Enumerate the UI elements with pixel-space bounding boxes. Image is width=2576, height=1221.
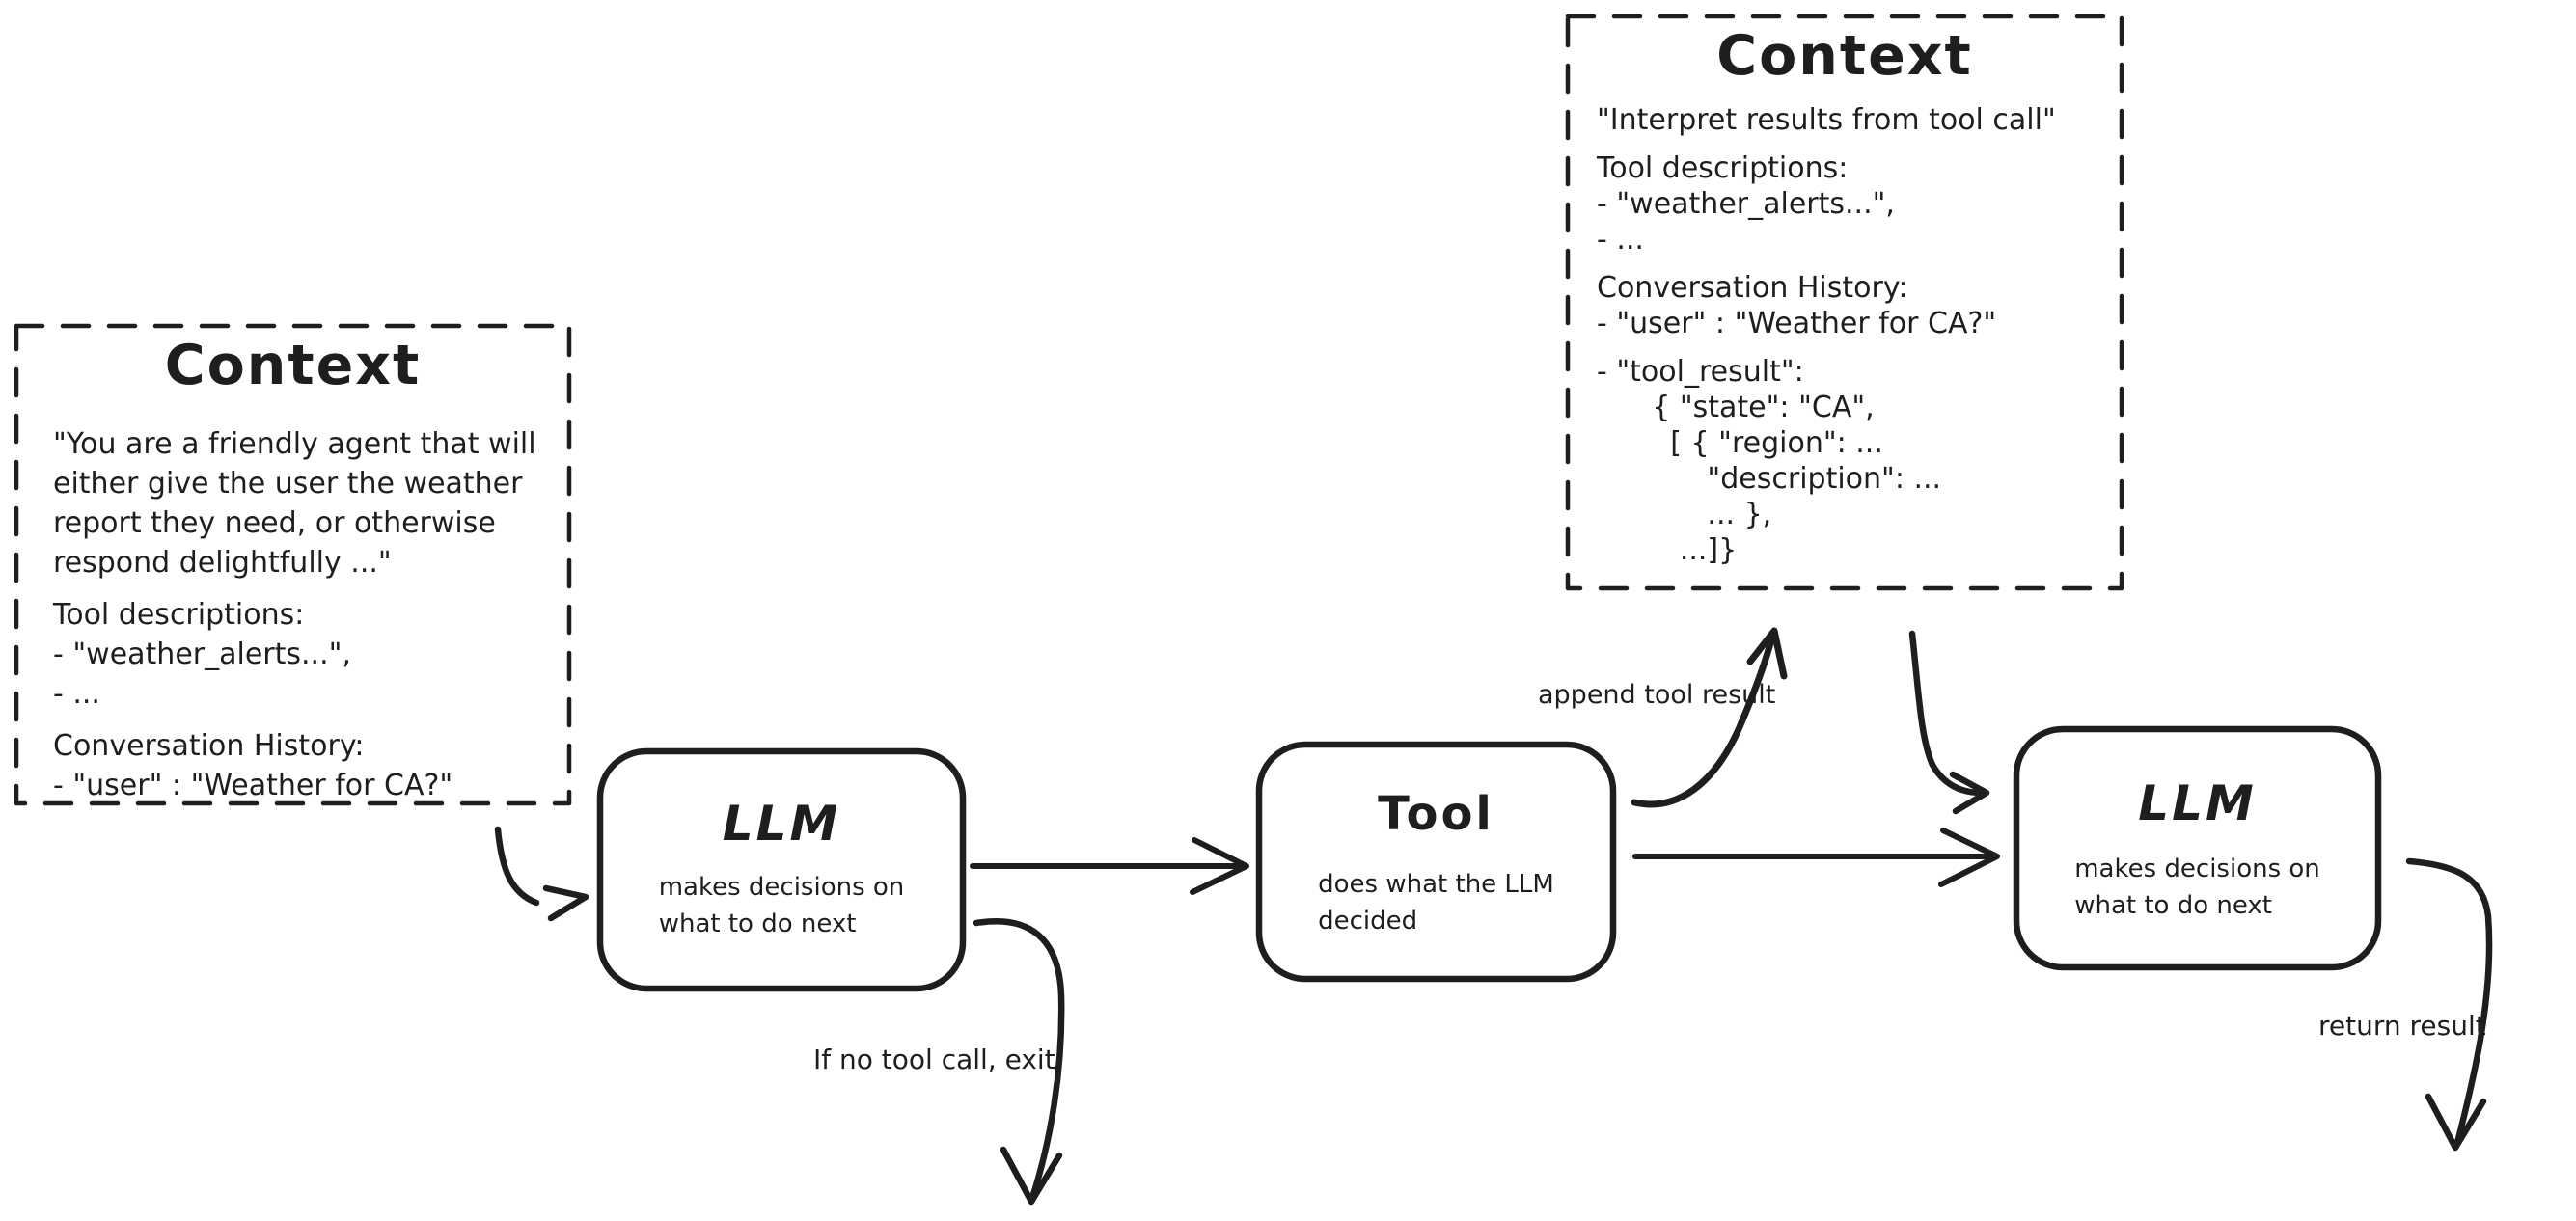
context-right-line: { "state": "CA", xyxy=(1597,391,1875,424)
llm2-subtitle-line: what to do next xyxy=(2074,891,2272,920)
context-right-line: ...]} xyxy=(1597,533,1738,567)
context-left-line: Conversation History: xyxy=(53,729,365,763)
llm2-title: LLM xyxy=(2138,775,2257,831)
llm1-subtitle: makes decisions on what to do next xyxy=(659,869,905,942)
context-right-line: - "user" : "Weather for CA?" xyxy=(1597,307,1997,340)
arrow-llm2-return-head xyxy=(2425,1093,2487,1152)
context-left-line xyxy=(53,583,536,595)
arrow-llm1-exit xyxy=(973,918,1065,1202)
context-left-text: "You are a friendly agent that will eith… xyxy=(53,424,536,805)
context-right-title: Context xyxy=(1716,24,1973,88)
context-right-line: [ { "region": ... xyxy=(1597,426,1883,460)
tool-subtitle: does what the LLM decided xyxy=(1318,866,1554,939)
context-right-line xyxy=(1597,341,2056,354)
append-tool-result-label: append tool result xyxy=(1538,680,1776,710)
arrow-llm1-exit-head xyxy=(1000,1146,1063,1206)
arrow-tool-to-context-right xyxy=(1631,633,1776,808)
tool-subtitle-line: does what the LLM xyxy=(1318,870,1554,899)
tool-title: Tool xyxy=(1378,787,1494,841)
llm1-title: LLM xyxy=(722,796,841,852)
context-left-line: - ... xyxy=(53,677,100,711)
llm2-node: LLM makes decisions on what to do next xyxy=(2016,729,2378,967)
arrow-context-right-to-llm2 xyxy=(1908,630,1986,797)
tool-node: Tool does what the LLM decided xyxy=(1259,745,1613,979)
arrow-tool-to-llm2-head xyxy=(1938,828,2000,887)
context-right-line xyxy=(1597,258,2056,270)
context-right-line: "Interpret results from tool call" xyxy=(1597,103,2056,137)
context-left-line: respond delightfully ..." xyxy=(53,546,392,580)
context-right-line: - "tool_result": xyxy=(1597,355,1804,389)
llm1-node: LLM makes decisions on what to do next xyxy=(600,751,963,989)
context-left-line xyxy=(53,714,536,726)
context-right-line: ... }, xyxy=(1597,498,1772,531)
context-left-line: report they need, or otherwise xyxy=(53,506,496,540)
llm2-subtitle-line: makes decisions on xyxy=(2074,855,2320,883)
context-right-line: Tool descriptions: xyxy=(1597,151,1849,185)
context-left-title: Context xyxy=(164,334,422,397)
llm1-subtitle-line: makes decisions on xyxy=(658,873,905,902)
arrow-llm1-to-tool-head xyxy=(1190,837,1249,895)
llm1-subtitle-line: what to do next xyxy=(658,909,857,938)
context-right-line xyxy=(1597,138,2056,150)
context-right-line: - "weather_alerts...", xyxy=(1597,187,1895,221)
context-left-box xyxy=(14,323,572,806)
llm2-box xyxy=(2013,725,2382,971)
llm1-box xyxy=(596,747,967,992)
arrow-context-left-to-llm1 xyxy=(494,826,540,907)
arrow-context-left-to-llm1-head xyxy=(542,884,589,922)
context-right-line: "description": ... xyxy=(1597,462,1942,496)
context-left-line: either give the user the weather xyxy=(53,467,523,501)
llm2-subtitle: makes decisions on what to do next xyxy=(2074,851,2320,924)
context-right-text: "Interpret results from tool call" Tool … xyxy=(1597,102,2056,568)
arrow-llm2-return xyxy=(2405,857,2493,1147)
arrow-context-right-to-llm2-head xyxy=(1949,771,1990,815)
context-right-line: - ... xyxy=(1597,223,1644,257)
arrow-tool-to-context-right-head xyxy=(1746,627,1788,680)
context-left-line: - "weather_alerts...", xyxy=(53,638,351,671)
tool-subtitle-line: decided xyxy=(1318,907,1418,936)
context-left-line: "You are a friendly agent that will xyxy=(53,427,536,461)
context-left-line: - "user" : "Weather for CA?" xyxy=(53,769,453,802)
context-right-box xyxy=(1565,14,2124,591)
tool-box xyxy=(1255,741,1617,983)
if-no-tool-call-exit-label: If no tool call, exit xyxy=(813,1044,1055,1075)
return-result-label: return result xyxy=(2318,1010,2486,1042)
context-right-line: Conversation History: xyxy=(1597,271,1908,305)
context-left-line: Tool descriptions: xyxy=(53,598,305,632)
